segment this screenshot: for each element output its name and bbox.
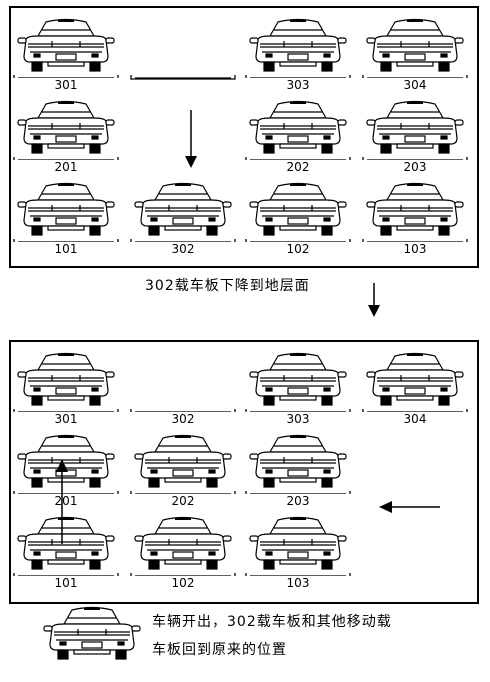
stage-2-slot: 302 [129, 352, 237, 428]
slot-label: 302 [129, 412, 237, 426]
slot-label: 302 [129, 242, 237, 256]
slot-label: 101 [12, 576, 120, 590]
transition-arrow-icon [368, 283, 380, 317]
stage-1-slot: 103 [361, 182, 469, 258]
stage-1-slot: 302 [129, 182, 237, 258]
stage-2-slot: 304 [361, 352, 469, 428]
stage-1-slot: 303 [244, 18, 352, 94]
stage-1-slot: 304 [361, 18, 469, 94]
stage-1-slot: 102 [244, 182, 352, 258]
car-icon [43, 606, 141, 660]
stage-2-slot: 303 [244, 352, 352, 428]
stage-2-slot: 201 [12, 434, 120, 510]
slot-label: 201 [12, 494, 120, 508]
slot-label: 102 [129, 576, 237, 590]
slot-label: 203 [244, 494, 352, 508]
slot-label: 304 [361, 78, 469, 92]
slot-label: 301 [12, 78, 120, 92]
stage-1-slot [129, 100, 237, 176]
caption-lowering: 302载车板下降到地层面 [145, 278, 310, 294]
stage-2-frame [9, 340, 479, 604]
slot-label: 301 [12, 412, 120, 426]
stage-2-slot: 101 [12, 516, 120, 592]
caption-return-line-1: 车辆开出，302载车板和其他移动载 [152, 614, 392, 630]
stage-1-frame [9, 6, 479, 268]
slot-label: 202 [129, 494, 237, 508]
slot-label: 103 [361, 242, 469, 256]
stage-2-slot [361, 434, 469, 510]
caption-return: 车辆开出，302载车板和其他移动载 车板回到原来的位置 [152, 608, 392, 664]
slot-label: 304 [361, 412, 469, 426]
left-arrow-icon [379, 501, 440, 513]
stage-2-slot: 301 [12, 352, 120, 428]
stage-2-slot: 203 [244, 434, 352, 510]
slot-label: 202 [244, 160, 352, 174]
caption-return-line-2: 车板回到原来的位置 [152, 642, 287, 658]
stage-1-slot: 202 [244, 100, 352, 176]
stage-1-slot: 201 [12, 100, 120, 176]
slot-label: 303 [244, 78, 352, 92]
stage-1-slot: 301 [12, 18, 120, 94]
stage-1-slot: 101 [12, 182, 120, 258]
pallet-icon [130, 74, 236, 80]
exiting-car [38, 606, 146, 682]
stage-1-slot: 203 [361, 100, 469, 176]
stage-2-slot [361, 516, 469, 592]
slot-label: 102 [244, 242, 352, 256]
stage-2-slot: 102 [129, 516, 237, 592]
stage-2-slot: 202 [129, 434, 237, 510]
slot-label: 101 [12, 242, 120, 256]
slot-label: 103 [244, 576, 352, 590]
stage-1-slot [129, 18, 237, 94]
up-arrow-icon [56, 459, 68, 544]
stage-2-slot: 103 [244, 516, 352, 592]
slot-label: 201 [12, 160, 120, 174]
slot-label: 303 [244, 412, 352, 426]
down-arrow-icon [185, 110, 197, 168]
slot-label: 203 [361, 160, 469, 174]
